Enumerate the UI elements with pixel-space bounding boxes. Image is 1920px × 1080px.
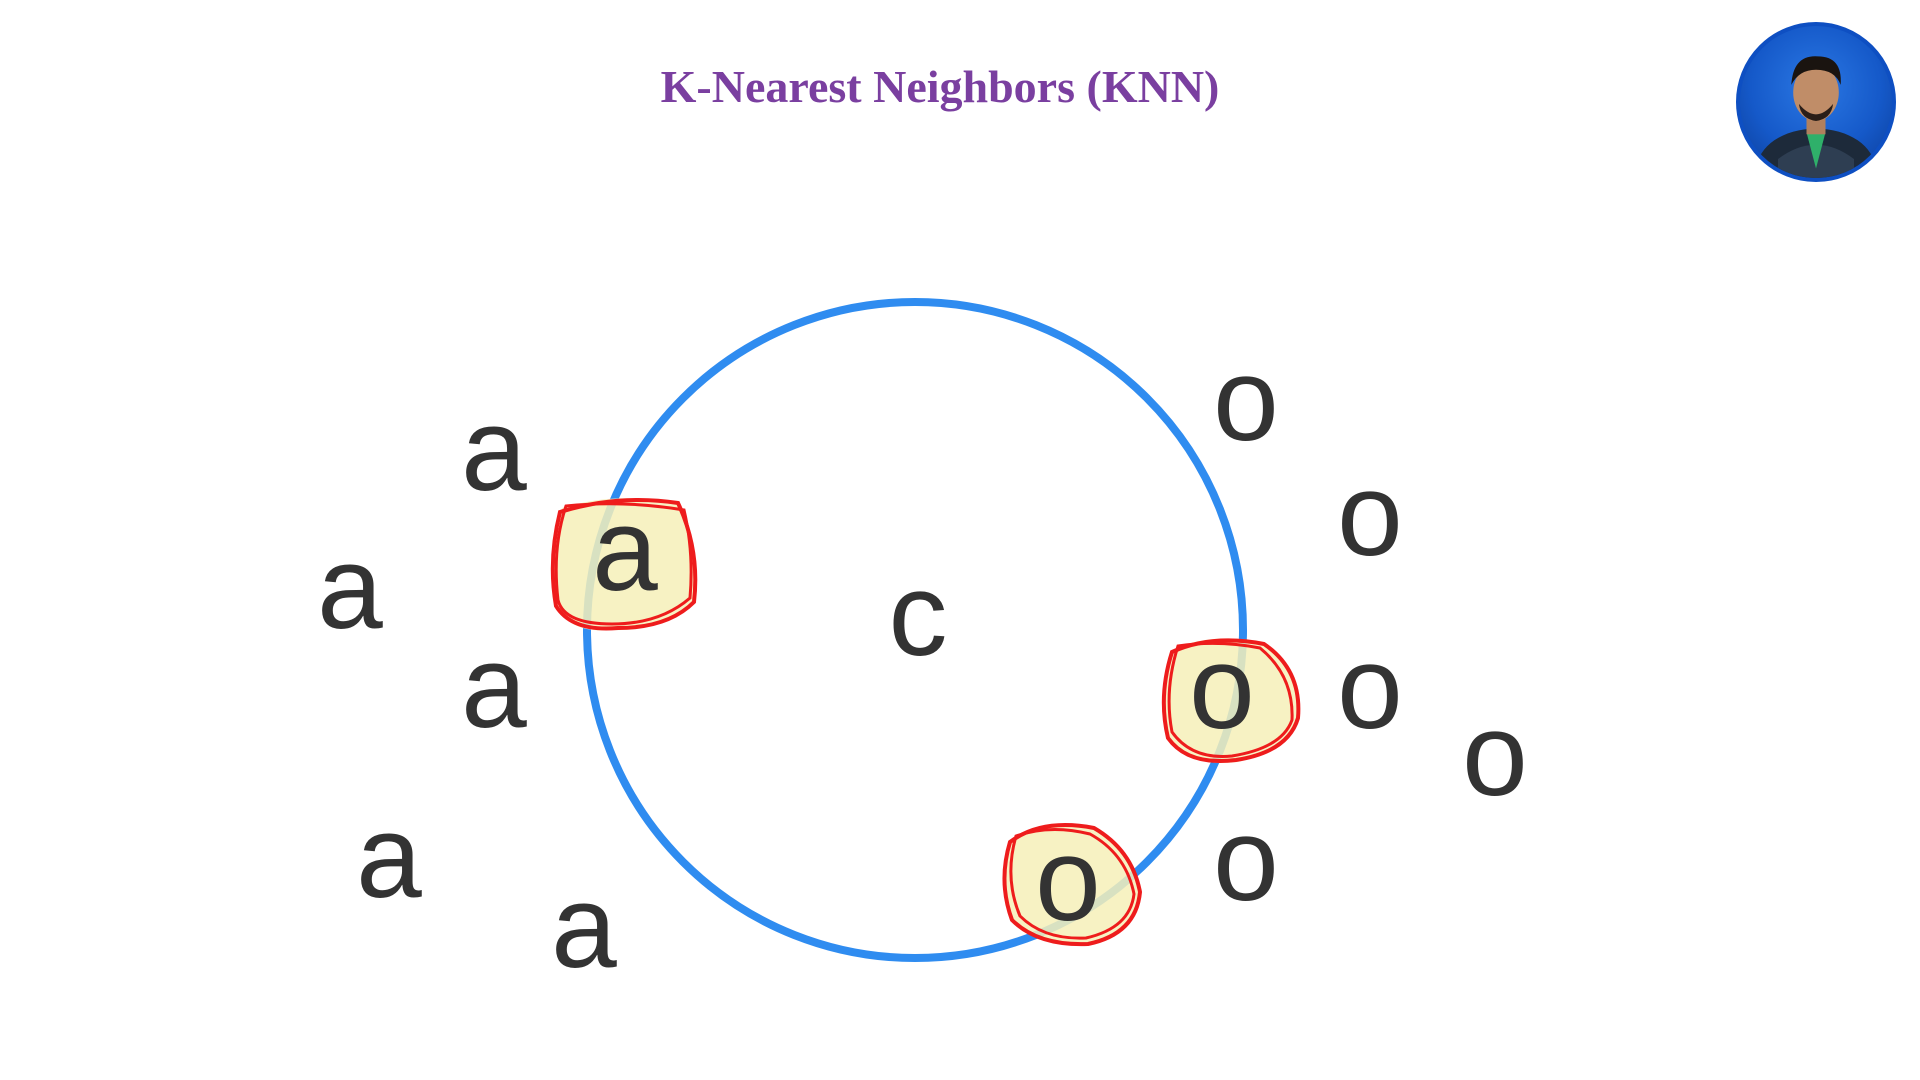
class-o-point: o xyxy=(1337,449,1403,581)
class-a-point: a xyxy=(356,791,422,923)
class-o-point: o xyxy=(1337,622,1403,754)
query-point: c xyxy=(889,549,948,681)
class-o-point: o xyxy=(1213,794,1279,926)
class-a-point: a xyxy=(551,861,617,993)
class-o-point: o xyxy=(1213,334,1279,466)
class-a-point: a xyxy=(317,522,383,654)
presenter-avatar xyxy=(1736,22,1896,182)
nearest-neighbor-highlight xyxy=(1002,823,1143,947)
class-a-point: a xyxy=(592,484,658,616)
slide-title: K-Nearest Neighbors (KNN) xyxy=(660,61,1220,112)
class-a-point: a xyxy=(461,621,527,753)
class-o-point: o xyxy=(1462,689,1528,821)
class-o-point: o xyxy=(1035,814,1101,946)
person-icon xyxy=(1757,56,1875,178)
nearest-neighbor-highlight xyxy=(550,498,698,631)
class-o-point: o xyxy=(1189,622,1255,754)
class-a-point: a xyxy=(461,384,527,516)
neighborhood-circle xyxy=(583,298,1247,962)
nearest-neighbor-highlight xyxy=(1161,638,1301,764)
